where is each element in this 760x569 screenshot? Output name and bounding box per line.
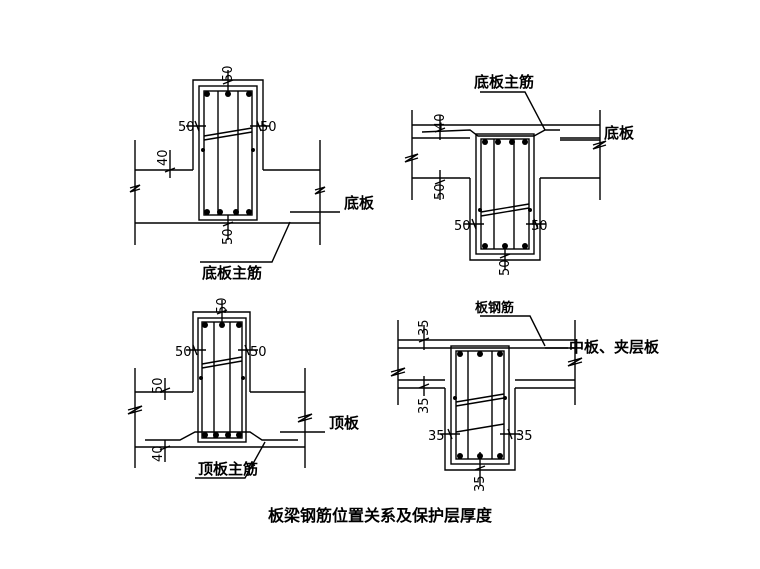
figure-caption: 板梁钢筋位置关系及保护层厚度 [267,506,492,525]
slab-main-bar [145,431,298,441]
dim-slab-top: 40 [433,113,448,130]
stirrups [475,133,535,255]
leader-lines [480,315,568,349]
panel-top-left: 50 50 50 40 50 底板 底板主筋 [129,65,375,282]
dimension-ticks [164,70,270,240]
dim-left: 50 [178,120,195,135]
dim-slab-top: 35 [417,319,432,336]
dim-bottom: 50 [498,259,513,276]
label-slab: 底板 [344,194,375,212]
slab-outline [404,110,607,200]
panel-top-right: 40 50 50 50 50 底板主筋 底板 [404,73,635,276]
label-main-bar: 底板主筋 [474,73,534,91]
dim-right: 50 [260,120,277,135]
dim-right: 50 [250,345,267,360]
slab-outline [390,320,583,405]
stirrups [450,345,510,465]
label-main-bar: 底板主筋 [202,264,262,282]
dim-left: 50 [454,219,471,234]
dim-slab-bottom: 40 [151,445,166,462]
label-slab: 底板 [604,124,635,142]
slab-bars [398,347,575,381]
dim-top: 50 [221,65,236,82]
slab-main-bar [412,129,600,139]
rebar-dots [201,91,255,215]
leader-lines [195,431,325,479]
rebar-dots [478,139,532,249]
dim-left: 50 [175,345,192,360]
label-slab-bar: 板钢筋 [475,300,514,316]
dim-slab-bottom: 50 [433,183,448,200]
rebar-dots [199,322,245,438]
dim-bottom: 35 [473,475,488,492]
label-slab: 顶板 [329,414,360,432]
stirrups [197,317,247,443]
dimension-ticks [434,115,546,270]
dim-slab-bottom: 35 [417,397,432,414]
panel-bottom-left: 50 50 50 50 40 顶板 顶板主筋 [127,297,360,479]
dim-right: 35 [516,429,533,444]
dimension-ticks [418,325,520,485]
panel-bottom-right: 35 35 35 35 35 板钢筋 中板、夹层板 [390,300,660,492]
dim-slab-top: 50 [151,377,166,394]
leader-lines [200,211,340,263]
slab-outline [127,368,313,468]
leader-lines [480,91,600,141]
stirrups [198,85,258,221]
dim-top: 50 [215,297,230,314]
dim-bottom: 50 [221,228,236,245]
label-main-bar: 顶板主筋 [198,460,258,478]
label-slab: 中板、夹层板 [569,338,660,356]
dim-left: 35 [428,429,445,444]
dim-slab: 40 [156,149,171,166]
dim-right: 50 [531,219,548,234]
dimension-ticks [159,300,258,462]
